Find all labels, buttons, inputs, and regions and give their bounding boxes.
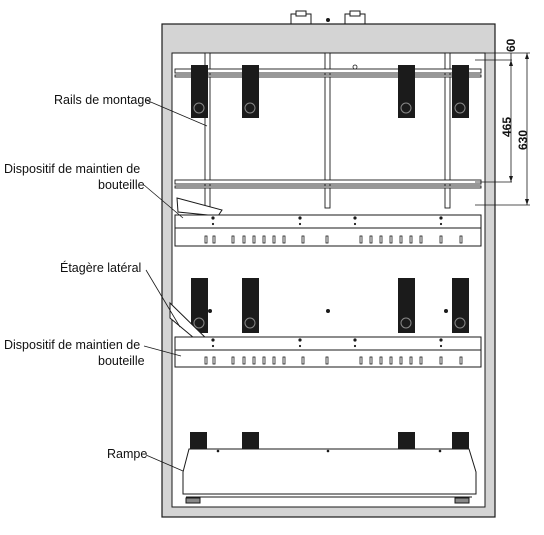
upper-dark-parts [191, 65, 469, 118]
ramp [182, 448, 477, 504]
label-holder-top-1: Dispositif de maintien de [4, 162, 140, 176]
lower-dark-parts [190, 432, 469, 449]
label-holder-mid-1: Dispositif de maintien de [4, 338, 140, 352]
leader-lines [143, 99, 208, 472]
top-connectors [290, 10, 366, 25]
label-holder-mid-2: bouteille [98, 354, 145, 368]
dimension-arrows [509, 53, 529, 205]
dimension-60: 60 [504, 38, 518, 52]
dimension-630: 630 [516, 130, 530, 150]
bottle-holder-upper [174, 197, 482, 247]
label-side-shelf: Étagère latéral [60, 260, 141, 275]
label-holder-top-2: bouteille [98, 178, 145, 192]
middle-dark-parts [191, 278, 469, 333]
label-rails: Rails de montage [54, 93, 151, 107]
bottle-holder-middle [174, 336, 482, 368]
label-ramp: Rampe [107, 447, 147, 461]
dimension-465: 465 [500, 117, 514, 137]
dimension-lines [475, 52, 530, 206]
